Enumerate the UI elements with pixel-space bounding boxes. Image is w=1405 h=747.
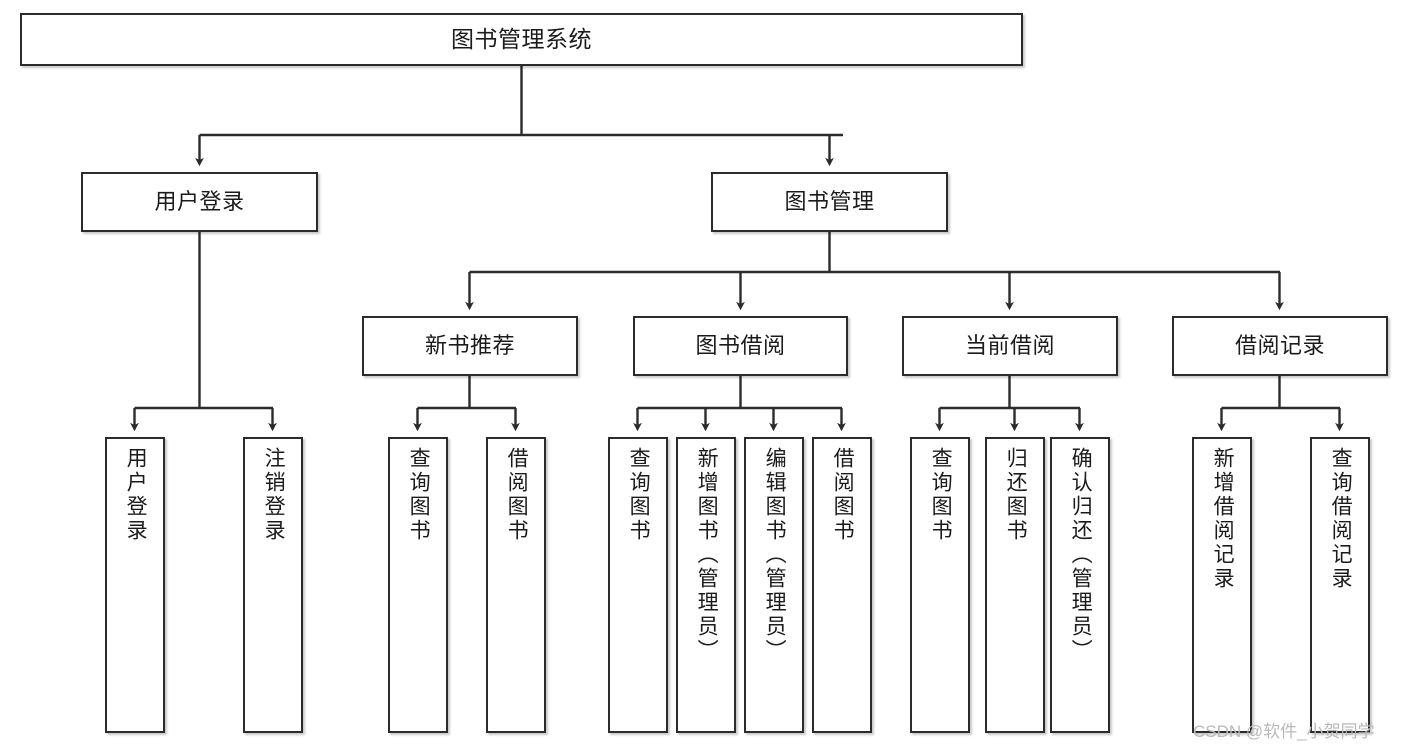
node-book-borrow[interactable]: 图书借阅 xyxy=(633,316,848,376)
leaf-return-book-label: 归还图书 xyxy=(1004,447,1028,543)
leaf-borrow-book-recommend-label: 借阅图书 xyxy=(505,447,529,543)
leaf-add-book-admin-label: 新增图书（管理员） xyxy=(695,447,719,663)
node-book-management-label: 图书管理 xyxy=(784,188,875,214)
leaf-query-book-current[interactable]: 查询图书 xyxy=(910,437,970,733)
leaf-user-login[interactable]: 用户登录 xyxy=(105,437,165,733)
leaf-borrow-book[interactable]: 借阅图书 xyxy=(812,437,872,733)
leaf-add-book-admin[interactable]: 新增图书（管理员） xyxy=(676,437,736,733)
node-borrow-record-label: 借阅记录 xyxy=(1234,332,1325,358)
leaf-add-borrow-record-label: 新增借阅记录 xyxy=(1211,447,1235,591)
node-current-borrow-label: 当前借阅 xyxy=(964,332,1055,358)
leaf-user-login-label: 用户登录 xyxy=(124,447,148,543)
node-user-login-label: 用户登录 xyxy=(154,188,245,214)
leaf-query-book-borrow-label: 查询图书 xyxy=(627,447,651,543)
node-new-book-recommend-label: 新书推荐 xyxy=(424,332,515,358)
leaf-edit-book-admin[interactable]: 编辑图书（管理员） xyxy=(744,437,804,733)
node-root-label: 图书管理系统 xyxy=(451,25,592,52)
leaf-confirm-return-admin[interactable]: 确认归还（管理员） xyxy=(1050,437,1110,733)
leaf-query-book-borrow[interactable]: 查询图书 xyxy=(608,437,668,733)
leaf-query-borrow-record-label: 查询借阅记录 xyxy=(1329,447,1353,591)
leaf-add-borrow-record[interactable]: 新增借阅记录 xyxy=(1192,437,1252,733)
leaf-edit-book-admin-label: 编辑图书（管理员） xyxy=(763,447,787,663)
leaf-confirm-return-admin-label: 确认归还（管理员） xyxy=(1069,447,1093,663)
node-book-management[interactable]: 图书管理 xyxy=(711,172,948,232)
leaf-query-book-recommend[interactable]: 查询图书 xyxy=(388,437,448,733)
node-current-borrow[interactable]: 当前借阅 xyxy=(902,316,1118,376)
leaf-query-book-recommend-label: 查询图书 xyxy=(407,447,431,543)
leaf-query-book-current-label: 查询图书 xyxy=(929,447,953,543)
node-book-borrow-label: 图书借阅 xyxy=(695,332,786,358)
node-borrow-record[interactable]: 借阅记录 xyxy=(1172,316,1388,376)
leaf-query-borrow-record[interactable]: 查询借阅记录 xyxy=(1310,437,1370,733)
leaf-borrow-book-recommend[interactable]: 借阅图书 xyxy=(486,437,546,733)
leaf-user-logout[interactable]: 注销登录 xyxy=(243,437,303,733)
node-user-login[interactable]: 用户登录 xyxy=(81,172,318,232)
csdn-watermark: CSDN @软件_小贺同学 xyxy=(1193,722,1375,741)
node-new-book-recommend[interactable]: 新书推荐 xyxy=(362,316,578,376)
node-root[interactable]: 图书管理系统 xyxy=(20,13,1023,66)
leaf-return-book[interactable]: 归还图书 xyxy=(985,437,1045,733)
leaf-user-logout-label: 注销登录 xyxy=(262,447,286,543)
leaf-borrow-book-label: 借阅图书 xyxy=(831,447,855,543)
